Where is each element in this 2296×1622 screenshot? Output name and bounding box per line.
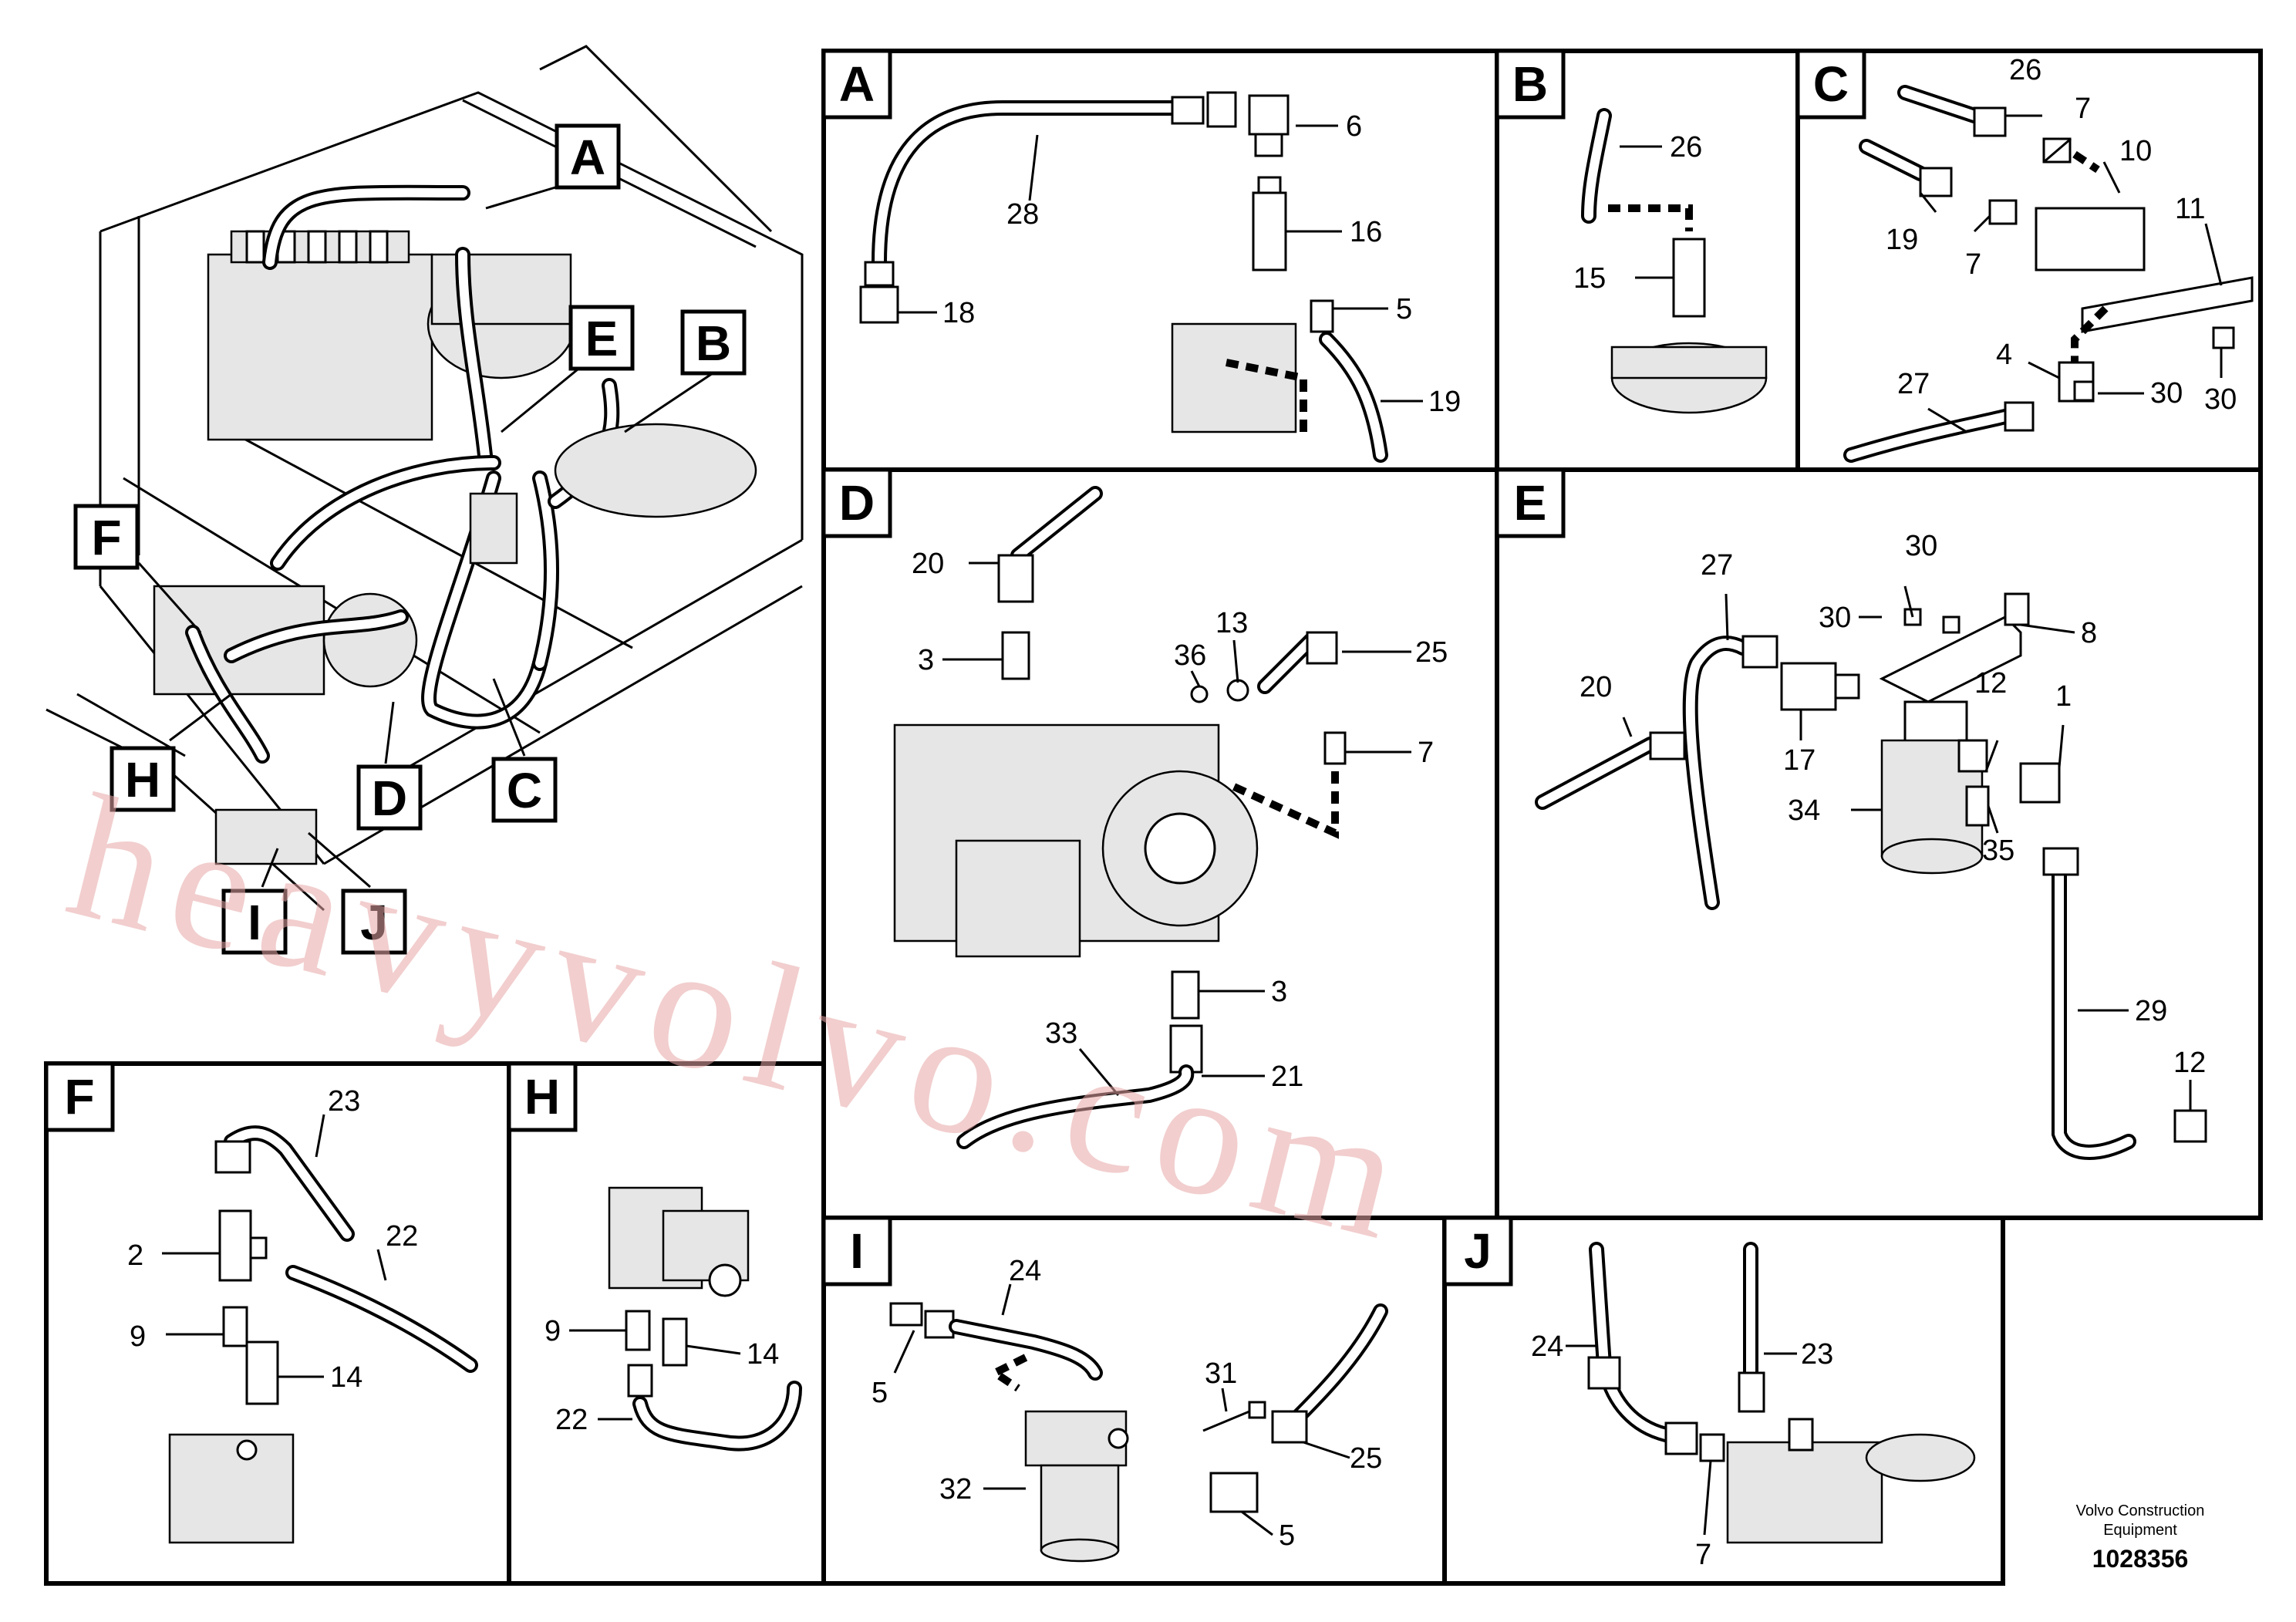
company-line-2: Equipment bbox=[2103, 1522, 2177, 1539]
overview-label-a[interactable]: A bbox=[555, 123, 621, 190]
overview-label-e[interactable]: E bbox=[568, 305, 635, 371]
part-callout: 31 bbox=[1205, 1357, 1237, 1390]
part-callout: 17 bbox=[1783, 744, 1816, 777]
panel-a: A 6 28 16 18 5 19 bbox=[821, 49, 1499, 472]
part-callout: 6 bbox=[1346, 110, 1362, 143]
part-callout: 27 bbox=[1897, 368, 1930, 400]
part-callout: 11 bbox=[2175, 193, 2205, 225]
part-callout: 29 bbox=[2135, 995, 2167, 1027]
part-callout: 25 bbox=[1415, 636, 1448, 669]
view-letter: C bbox=[507, 763, 542, 818]
part-callout: 25 bbox=[1350, 1442, 1382, 1475]
part-callout: 24 bbox=[1009, 1255, 1041, 1287]
part-callout: 8 bbox=[2081, 617, 2097, 649]
view-letter: J bbox=[1464, 1223, 1492, 1279]
part-callout: 13 bbox=[1215, 607, 1248, 639]
overview-label-f[interactable]: F bbox=[73, 504, 140, 570]
part-callout: 35 bbox=[1982, 835, 2014, 867]
part-callout: 19 bbox=[1428, 386, 1461, 418]
view-letter: J bbox=[360, 895, 388, 950]
part-callout: 7 bbox=[2075, 93, 2091, 125]
overview-drawing bbox=[46, 45, 804, 912]
footer-badge: Volvo Construction Equipment 1028356 bbox=[2076, 1502, 2205, 1573]
panel-i: I 24 5 31 25 32 5 bbox=[821, 1216, 1447, 1586]
panel-j: J 24 23 7 bbox=[1442, 1216, 2005, 1586]
part-callout: 34 bbox=[1788, 794, 1820, 827]
part-callout: 16 bbox=[1350, 216, 1382, 248]
panel-d: D 20 3 13 36 25 7 3 33 bbox=[821, 467, 1499, 1220]
view-letter: D bbox=[839, 475, 875, 531]
part-callout: 21 bbox=[1271, 1061, 1303, 1093]
overview-label-h[interactable]: H bbox=[110, 746, 176, 812]
part-callout: 14 bbox=[747, 1338, 779, 1371]
view-letter: A bbox=[570, 130, 605, 185]
part-callout: 30 bbox=[1905, 530, 1937, 562]
part-callout: 14 bbox=[330, 1361, 362, 1394]
part-callout: 20 bbox=[912, 548, 944, 580]
view-letter: B bbox=[1512, 56, 1548, 112]
overview-label-c[interactable]: C bbox=[491, 757, 558, 823]
part-callout: 1 bbox=[2055, 680, 2072, 713]
view-letter: E bbox=[1514, 475, 1547, 531]
part-callout: 12 bbox=[1974, 667, 2007, 700]
part-callout: 2 bbox=[127, 1239, 143, 1272]
part-callout: 30 bbox=[2204, 383, 2237, 416]
view-letter: I bbox=[248, 895, 261, 950]
part-callout: 5 bbox=[1396, 293, 1412, 325]
panel-c: C 26 7 10 11 19 7 4 27 3 bbox=[1795, 49, 2263, 472]
part-callout: 4 bbox=[1996, 339, 2012, 371]
part-callout: 30 bbox=[1819, 602, 1851, 634]
part-callout: 12 bbox=[2173, 1047, 2206, 1079]
part-callout: 26 bbox=[2009, 54, 2041, 86]
panel-e: E 30 27 30 8 bbox=[1495, 467, 2263, 1220]
overview-label-j[interactable]: J bbox=[341, 889, 407, 955]
part-callout: 5 bbox=[1279, 1519, 1295, 1552]
view-letter: H bbox=[524, 1069, 560, 1125]
view-letter: B bbox=[696, 315, 731, 371]
view-letter: F bbox=[64, 1069, 94, 1125]
panel-h: H 9 14 22 bbox=[507, 1061, 826, 1586]
part-callout: 28 bbox=[1006, 198, 1039, 231]
panel-b: B 26 15 bbox=[1495, 49, 1800, 472]
view-letter: E bbox=[585, 311, 619, 366]
overview-label-d[interactable]: D bbox=[356, 764, 423, 831]
part-callout: 30 bbox=[2150, 377, 2183, 410]
view-letter: A bbox=[839, 56, 875, 112]
part-callout: 23 bbox=[1801, 1338, 1833, 1371]
part-callout: 7 bbox=[1418, 737, 1434, 769]
view-letter: I bbox=[850, 1223, 864, 1279]
view-letter: F bbox=[91, 510, 121, 565]
part-callout: 3 bbox=[918, 644, 934, 676]
part-callout: 26 bbox=[1670, 131, 1702, 164]
part-callout: 33 bbox=[1045, 1017, 1077, 1050]
part-callout: 27 bbox=[1701, 549, 1733, 582]
part-callout: 3 bbox=[1271, 976, 1287, 1008]
panel-f: F 23 22 2 9 14 bbox=[44, 1061, 511, 1586]
part-callout: 20 bbox=[1580, 671, 1612, 703]
part-callout: 10 bbox=[2119, 135, 2152, 167]
overview-label-b[interactable]: B bbox=[680, 309, 747, 376]
part-callout: 22 bbox=[386, 1220, 418, 1253]
part-callout: 19 bbox=[1886, 224, 1918, 256]
part-callout: 36 bbox=[1174, 639, 1206, 672]
part-callout: 9 bbox=[544, 1315, 561, 1347]
view-letter: D bbox=[372, 771, 407, 826]
part-callout: 32 bbox=[939, 1473, 972, 1506]
overview-label-i[interactable]: I bbox=[221, 889, 288, 955]
part-callout: 22 bbox=[555, 1404, 588, 1436]
part-callout: 15 bbox=[1573, 262, 1606, 295]
part-callout: 7 bbox=[1965, 248, 1981, 281]
part-callout: 24 bbox=[1531, 1330, 1563, 1363]
part-number: 1028356 bbox=[2092, 1545, 2189, 1573]
view-letter: H bbox=[125, 752, 160, 808]
part-callout: 23 bbox=[328, 1085, 360, 1118]
part-callout: 9 bbox=[130, 1320, 146, 1353]
part-callout: 7 bbox=[1695, 1539, 1711, 1571]
company-line-1: Volvo Construction bbox=[2076, 1502, 2205, 1519]
part-callout: 18 bbox=[942, 297, 975, 329]
view-letter: C bbox=[1813, 56, 1849, 112]
part-callout: 5 bbox=[872, 1377, 888, 1409]
